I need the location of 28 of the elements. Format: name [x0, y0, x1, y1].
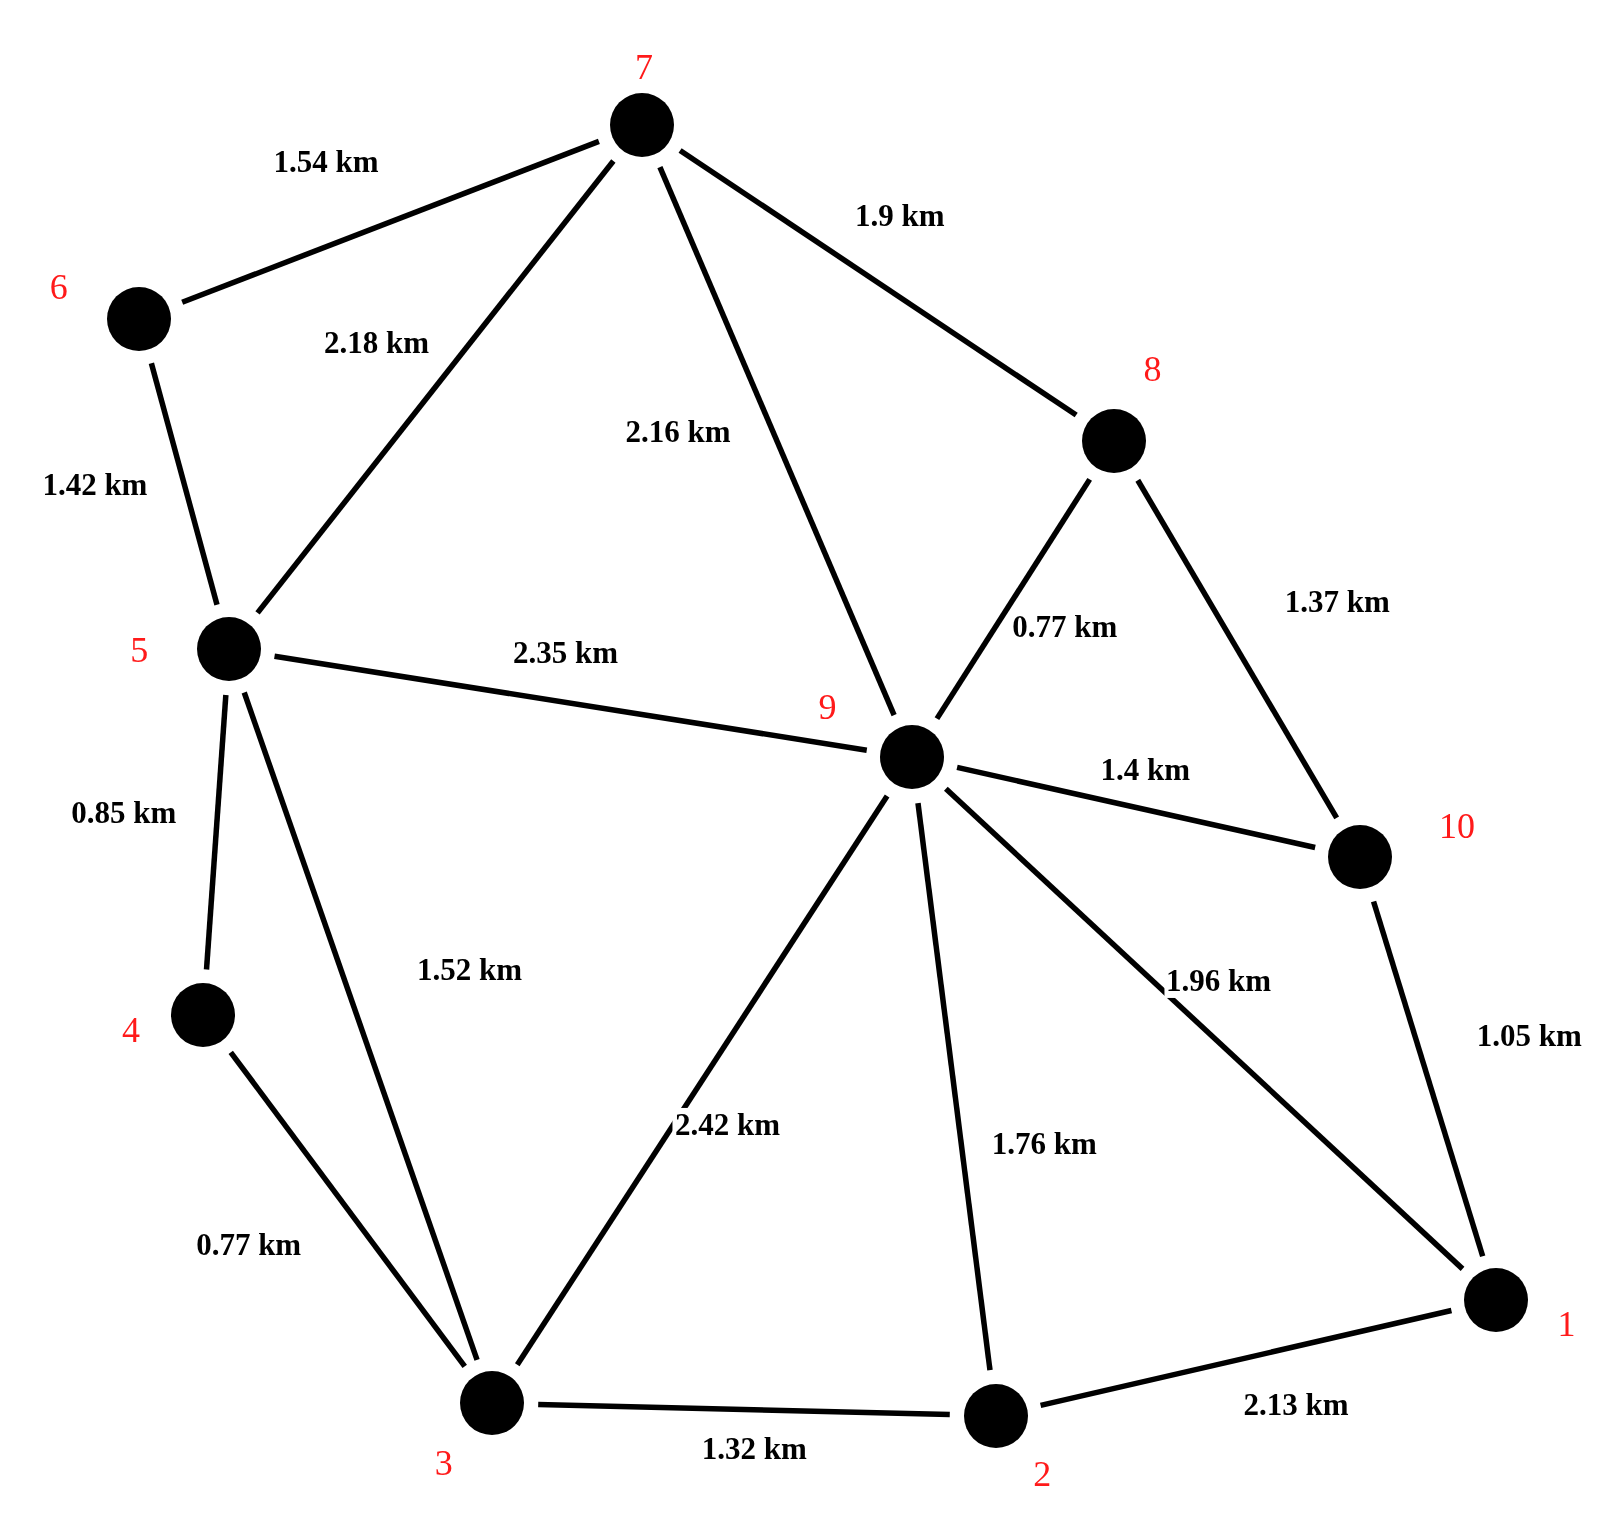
connector-line [1370, 900, 1486, 1258]
connector-line [255, 159, 616, 615]
node-number: 4 [122, 1008, 141, 1051]
node-number: 10 [1439, 804, 1475, 847]
connector-line [657, 166, 897, 717]
connector-line [915, 802, 993, 1371]
connector-line [944, 786, 1465, 1271]
connector-line [678, 148, 1078, 418]
connector-line [956, 764, 1316, 851]
connector-line [241, 691, 480, 1361]
connector-line [934, 477, 1092, 721]
node-number: 7 [634, 46, 653, 89]
connector-line [1135, 478, 1340, 820]
node-number: 2 [1033, 1452, 1052, 1495]
node-number: 6 [49, 265, 68, 308]
node-number: 1 [1557, 1302, 1576, 1345]
connector-line [1039, 1307, 1453, 1409]
connector-line [274, 653, 868, 753]
connector-line [514, 794, 890, 1367]
connector-line [228, 1050, 467, 1369]
connector-line [148, 362, 220, 606]
connector-line [538, 1401, 950, 1418]
node-number: 5 [130, 629, 149, 672]
node-number: 3 [434, 1442, 453, 1485]
connector-line [203, 694, 229, 970]
node-number: 9 [818, 685, 837, 728]
connector-line [181, 138, 600, 305]
node-number: 8 [1143, 348, 1162, 391]
